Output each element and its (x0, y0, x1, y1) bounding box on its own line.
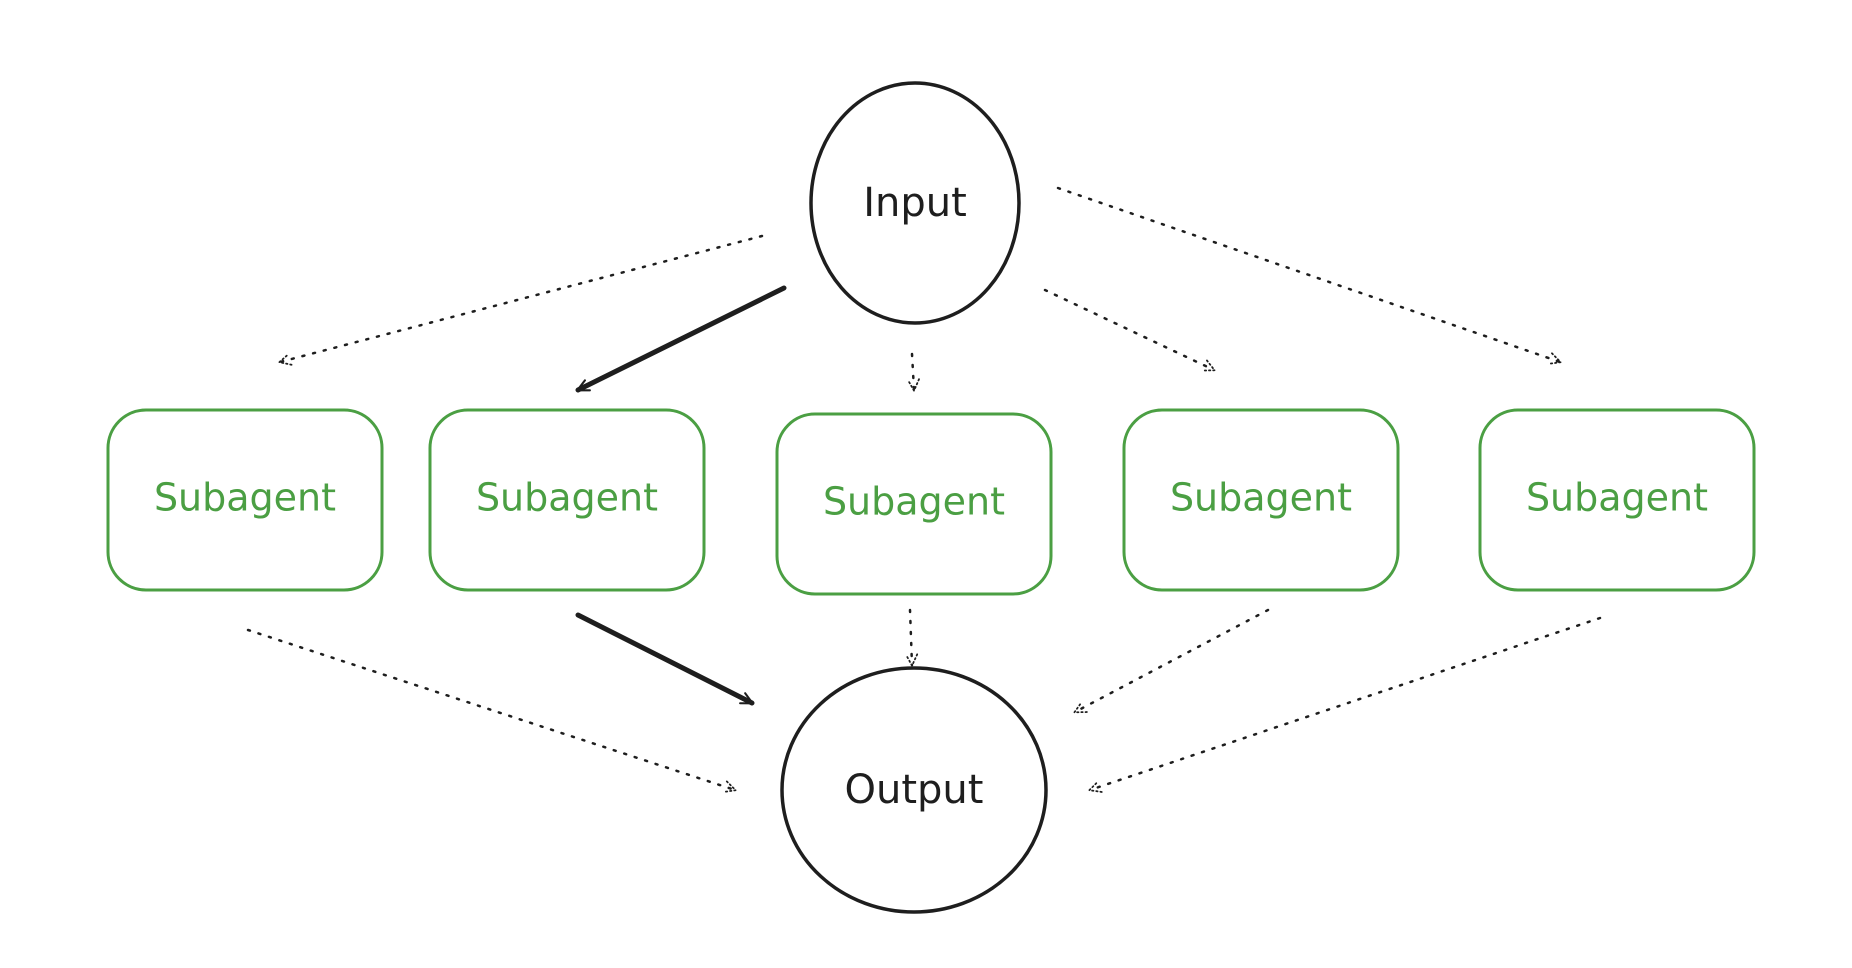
subagent-2-to-output-arrow (575, 612, 755, 706)
subagent-5-to-output-arrow (1090, 616, 1602, 790)
input-label: Input (863, 180, 967, 226)
subagent-box-1: Subagent (106, 408, 384, 592)
subagent-box-5: Subagent (1478, 408, 1756, 592)
output-label: Output (845, 767, 984, 813)
input-to-subagent-5-arrow (1056, 186, 1560, 362)
subagent-box-2-label: Subagent (476, 476, 658, 520)
input-to-subagent-2-arrow (575, 285, 787, 393)
subagent-box-1-label: Subagent (154, 476, 336, 520)
input-node: Input (809, 81, 1021, 325)
input-to-subagent-4-arrow (1043, 288, 1214, 370)
subagent-box-1-frame (106, 408, 384, 592)
subagent-box-3: Subagent (775, 412, 1053, 596)
subagent-box-4-label: Subagent (1170, 476, 1352, 520)
subagent-4-to-output-arrow (1075, 608, 1270, 712)
subagent-box-4: Subagent (1122, 408, 1400, 592)
subagent-box-5-label: Subagent (1526, 476, 1708, 520)
subagent-box-2-frame (428, 408, 706, 592)
input-to-subagent-1-arrow (280, 234, 764, 362)
subagent-box-3-label: Subagent (823, 480, 1005, 524)
subagent-box-3-frame (775, 412, 1053, 596)
input-circle (809, 81, 1021, 325)
output-node: Output (780, 666, 1048, 914)
subagent-3-to-output-arrow (910, 608, 912, 665)
subagent-1-to-output-arrow (246, 628, 735, 790)
subagent-box-2: Subagent (428, 408, 706, 592)
subagent-box-4-frame (1122, 408, 1400, 592)
input-to-subagent-3-arrow (912, 352, 914, 390)
subagent-box-5-frame (1478, 408, 1756, 592)
